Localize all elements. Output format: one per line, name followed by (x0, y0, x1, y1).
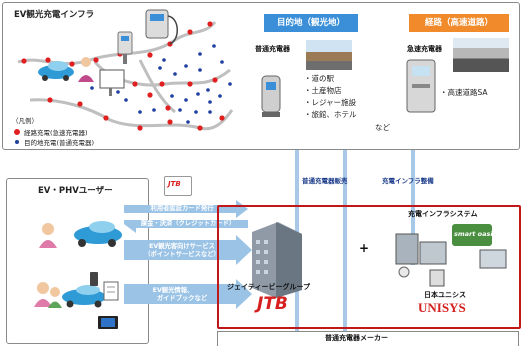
normal-charger-icon (261, 75, 281, 117)
fast-charger-label: 急速充電器 (407, 45, 442, 53)
jtb-card-logo: JTB (168, 180, 181, 188)
user-1-icon (39, 223, 57, 248)
flow-service-1: EV観光客向けサービス (149, 243, 215, 250)
route-item-1: ・高速道路SA (440, 88, 488, 97)
flow-arrow-4 (124, 279, 252, 309)
phone-icon (90, 272, 98, 286)
maker-box (217, 331, 519, 346)
normal-sales-label: 普通充電器販売 (302, 177, 348, 185)
destination-item-2: ・土産物店 (304, 86, 342, 95)
destination-item-5: など (375, 123, 390, 132)
jtb-logo: JTB (257, 294, 288, 314)
system-box (217, 205, 521, 329)
user-2-icon (34, 282, 62, 308)
destination-badge: 目的地（観光地） (264, 14, 358, 32)
flow-guide-2: ガイドブックなど (156, 295, 208, 302)
jtb-group-name: ジェイティービーグループ (227, 283, 311, 291)
car-icon (38, 61, 74, 81)
guidebook-icon (103, 281, 119, 301)
charger-icon (117, 31, 133, 64)
flow-service-2: （ポイントサービスなど） (144, 251, 220, 258)
flow-arrow-1 (124, 200, 248, 218)
navigation-device-icon (98, 316, 118, 329)
infra-maintenance-label: 充電インフラ整備 (382, 177, 434, 185)
car-icon-2 (74, 221, 122, 247)
car-icon-3 (62, 285, 106, 308)
person-icon (78, 57, 94, 82)
signboard-icon (99, 69, 125, 96)
plus-sign: + (359, 241, 370, 255)
legend-heading: （凡例） (12, 117, 38, 125)
highway-sa-photo (453, 38, 509, 72)
route-badge: 経路（高速道路） (409, 14, 509, 32)
normal-charger-label: 普通充電器 (255, 45, 290, 53)
jtb-card-icon (164, 176, 192, 196)
destination-item-1: ・道の駅 (304, 74, 334, 83)
destination-item-3: ・レジャー施設 (304, 98, 357, 107)
legend-route: 経路充電(急速充電器) (24, 129, 88, 137)
destination-item-4: ・旅館、ホテル (304, 110, 357, 119)
panel-title: EV観光充電インフラ (14, 10, 95, 20)
legend-destination: 目的地充電(普通充電器) (24, 139, 95, 147)
flow-arrow-3 (124, 235, 252, 265)
fast-charger-icon (406, 59, 436, 113)
system-title: 充電インフラシステム (408, 210, 478, 218)
unisys-name: 日本ユニシス (424, 291, 466, 299)
smart-oasis-logo: smart oasis (454, 230, 497, 238)
ev-user-title: EV・PHVユーザー (38, 186, 113, 196)
top-charger-icon (145, 9, 178, 45)
unisys-logo: UNISYS (418, 300, 466, 315)
tourist-site-photo (306, 40, 352, 70)
flow-payment: 課金・決済（クレジットカード） (140, 220, 236, 227)
flow-guide-1: EV観光情報、 (152, 287, 194, 294)
legend-destination-dot (15, 140, 19, 144)
flow-card-issue: 利用者認証カード発行 (150, 205, 214, 212)
legend-route-dot (14, 129, 20, 135)
maker-label: 普通充電器メーカー (325, 334, 388, 342)
